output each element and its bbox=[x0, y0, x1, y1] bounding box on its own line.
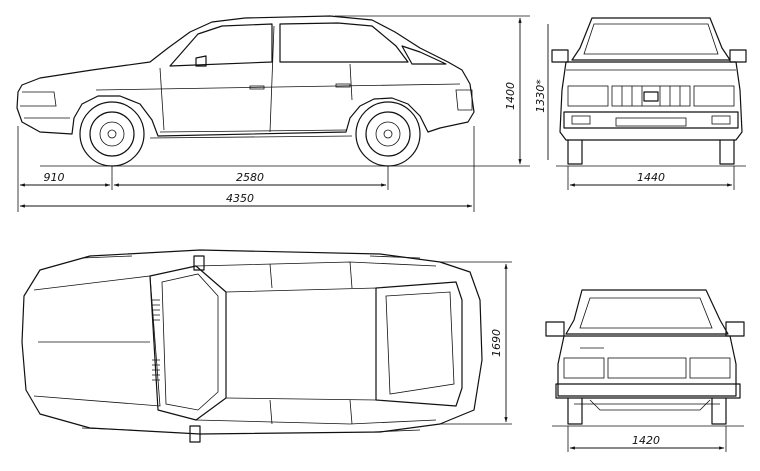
dim-height-alt: 1330* bbox=[534, 79, 547, 113]
dim-rear-track: 1420 bbox=[632, 434, 660, 447]
front-wheel bbox=[79, 101, 145, 167]
rear-wheel bbox=[355, 101, 421, 167]
dim-wheelbase: 2580 bbox=[236, 171, 264, 184]
dim-front-overhang: 910 bbox=[44, 171, 65, 184]
dim-height: 1400 bbox=[504, 82, 517, 110]
side-dimensions bbox=[17, 15, 549, 212]
dim-width: 1690 bbox=[490, 329, 503, 357]
dim-overall-length: 4350 bbox=[226, 192, 254, 205]
rear-view bbox=[545, 289, 745, 452]
dim-front-track: 1440 bbox=[637, 171, 665, 184]
front-view bbox=[551, 17, 747, 190]
side-view bbox=[16, 15, 475, 167]
top-view bbox=[21, 249, 512, 443]
